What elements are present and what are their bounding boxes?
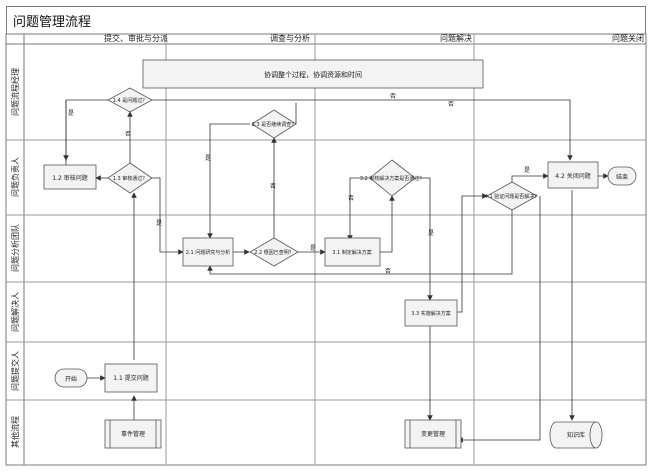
edge-label-no: 否 (348, 195, 354, 202)
decision-solution (369, 159, 416, 197)
process-event-mgmt (104, 419, 162, 449)
end-label: 结束 (616, 173, 628, 181)
edge-verify-close (511, 173, 549, 182)
start-label: 开始 (65, 375, 77, 383)
decision-continue (251, 109, 297, 139)
decision-solution-label: 3.2 审核解决方案是否通过？ (360, 175, 425, 182)
lane-label: 问题提交人 (10, 351, 20, 391)
edge-label-yes: 是 (205, 155, 211, 162)
edge-approve-analyze (152, 177, 184, 255)
decision-continue-label: 2.3 是否继续调查？ (252, 121, 297, 128)
column-header: 问题解决 (440, 33, 472, 43)
knowledge-base-cylinder (549, 421, 603, 449)
task-submit (104, 363, 158, 393)
edge-verify-change (457, 196, 541, 443)
edge-label-yes: 是 (156, 220, 162, 227)
edge-solution-implement (415, 177, 433, 301)
column-header: 提交、审批与分派 (104, 33, 168, 43)
decision-approve (107, 162, 153, 194)
lane-label: 其他流程 (10, 416, 20, 448)
task-close (547, 161, 599, 189)
column-header: 调查与分析 (270, 33, 310, 43)
edge-label-no: 否 (385, 268, 391, 275)
edge-label-no: 否 (390, 93, 396, 100)
task-implement (404, 299, 458, 327)
task-analyze (182, 237, 234, 267)
diagram-frame (5, 33, 647, 466)
edge-plan-solution (380, 195, 395, 253)
edge-label-yes: 是 (68, 110, 74, 117)
process-change-mgmt-label: 变更管理 (421, 430, 445, 438)
edge-label-yes: 是 (310, 245, 316, 252)
edge-label-yes: 是 (524, 167, 530, 174)
start-terminator (54, 368, 88, 388)
edge-implement-verify (456, 193, 488, 313)
task-review (43, 164, 97, 190)
knowledge-base-label: 知识库 (567, 431, 585, 439)
decision-verify-label: 4.1 验证问题是否解决？ (485, 193, 540, 200)
task-submit-label: 1.1 提交问题 (113, 374, 148, 382)
edge-continue-analyze (207, 123, 250, 239)
edge-isproblem-review (63, 99, 110, 161)
decision-cause (249, 237, 299, 267)
title-bar: 问题管理流程 (6, 6, 646, 34)
decision-is-problem (107, 87, 153, 113)
lane-label: 问题负责人 (10, 157, 20, 197)
process-event-mgmt-label: 事件管理 (121, 430, 145, 438)
lane-label: 问题流程经理 (10, 68, 20, 116)
decision-is-problem-label: 1.4 是问题过？ (113, 97, 148, 104)
end-terminator (607, 166, 637, 186)
lane-label: 问题解决人 (10, 292, 20, 332)
lane-label: 问题分析团队 (10, 224, 20, 272)
task-close-label: 4.2 关闭问题 (555, 172, 590, 180)
edge-label-no: 否 (125, 131, 131, 138)
edge-label-no: 否 (448, 101, 454, 108)
edge-isproblem-close (152, 99, 573, 161)
task-review-label: 1.2 审核问题 (52, 174, 87, 182)
task-plan (324, 237, 381, 267)
task-plan-label: 3.1 制定解决方案 (332, 249, 372, 256)
edge-label-yes: 是 (428, 230, 434, 237)
decision-cause-label: 2.2 根因已查明？ (254, 249, 294, 256)
process-change-mgmt (404, 419, 462, 449)
oversee-box (142, 59, 484, 89)
task-implement-label: 3.3 实施解决方案 (411, 310, 451, 317)
column-header: 问题关闭 (612, 33, 644, 43)
oversee-label: 协调整个过程，协调资源和时间 (264, 70, 362, 79)
decision-approve-label: 1.3 审核通过？ (113, 175, 148, 182)
page-title: 问题管理流程 (13, 15, 92, 30)
task-analyze-label: 2.1 问题研究与分析 (186, 249, 231, 256)
edge-verify-analyze (207, 210, 513, 275)
decision-verify (486, 181, 538, 211)
edge-solution-plan (347, 177, 370, 241)
edge-label-no: 否 (270, 183, 276, 190)
